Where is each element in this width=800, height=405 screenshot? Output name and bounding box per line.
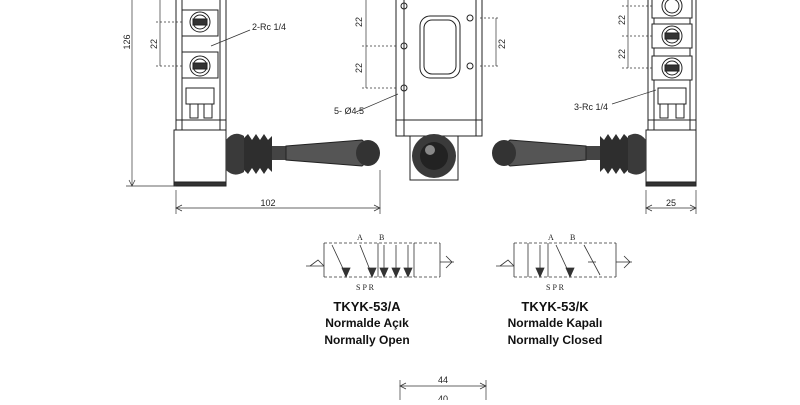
valve-symbol-open [306,242,454,278]
dim-pitch-front-1: 22 [354,17,364,27]
right-side-view [645,0,697,187]
dim-height: 126 [122,34,132,49]
right-handle [492,133,646,175]
closed-port-b: B [570,233,575,242]
caption-open: TKYK-53/A Normalde Açık Normally Open [287,298,447,349]
dim-bottom-inner: 40 [438,394,448,400]
left-dimensions [126,0,381,214]
open-port-a: A [357,233,363,242]
model-code-open: TKYK-53/A [333,299,401,314]
dim-pitch-right-1: 22 [617,15,627,25]
valve-symbol-closed [496,242,632,278]
model-label-en-closed: Normally Closed [507,333,603,347]
dim-pitch-left: 22 [149,39,159,49]
dim-width-side: 25 [666,198,676,208]
open-ports-bottom: S P R [356,283,375,292]
closed-ports-bottom: S P R [546,283,565,292]
caption-closed: TKYK-53/K Normalde Kapalı Normally Close… [475,298,635,349]
left-handle [226,133,380,175]
front-view [395,0,483,181]
dim-width-total: 102 [260,198,275,208]
callout-holes: 5- Ø4.5 [334,106,364,116]
callout-left-port: 2-Rc 1/4 [252,22,286,32]
front-knob [412,134,456,178]
front-dimensions [355,0,500,113]
right-dimensions [611,0,697,214]
model-label-en-open: Normally Open [324,333,410,347]
dim-bottom-top: 44 [438,375,448,385]
callout-right-port: 3-Rc 1/4 [574,102,608,112]
dim-pitch-front-3: 22 [497,39,507,49]
model-label-tr-open: Normalde Açık [325,316,409,330]
closed-port-a: A [548,233,554,242]
dim-pitch-right-2: 22 [617,49,627,59]
left-side-view [173,0,227,187]
model-code-closed: TKYK-53/K [521,299,589,314]
model-label-tr-closed: Normalde Kapalı [507,316,603,330]
dim-pitch-front-2: 22 [354,63,364,73]
open-port-b: B [379,233,384,242]
bottom-dimensions [399,380,487,400]
